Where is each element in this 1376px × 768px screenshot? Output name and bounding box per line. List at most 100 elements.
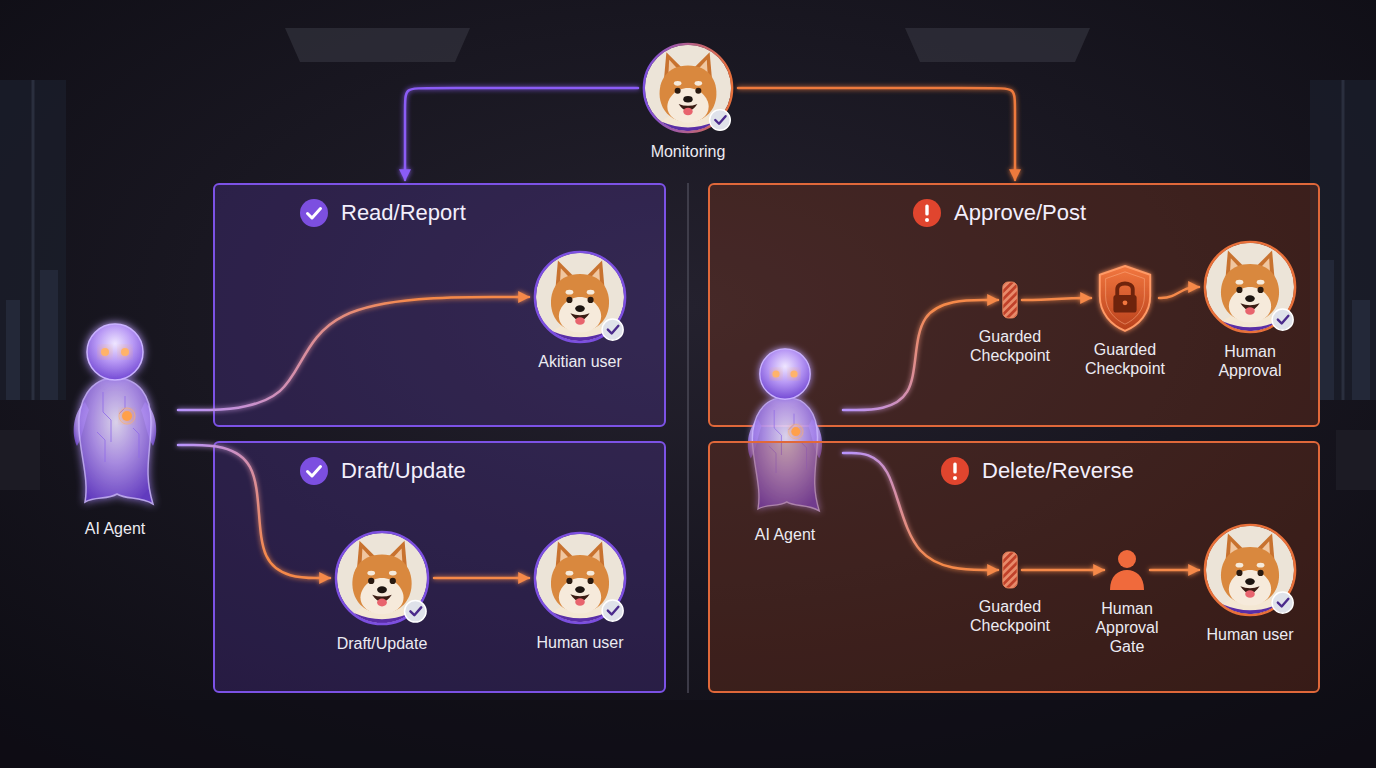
checkpoint-barrier: Guarded Checkpoint [960,280,1060,365]
node-label: Monitoring [613,142,763,161]
dog-face [349,541,416,647]
monitor-avatar: Monitoring [613,41,763,161]
user-avatar: Human user [1195,522,1305,644]
flow-connector [843,453,998,570]
dog-nose [683,96,692,103]
ghost-icon [55,312,175,512]
icon-disc [300,457,328,485]
dog-eye [1236,570,1242,576]
circuit-line [119,396,125,414]
dog-nose [575,586,585,593]
ceiling-light [905,28,1090,62]
panel-heading: Read/Report [299,198,466,228]
dog-eye [390,578,396,584]
approval-gate: Human Approval Gate [1082,548,1172,657]
ghost-head [87,324,143,380]
dog-brow [1236,280,1244,285]
badge-check [608,326,619,334]
lock-body [1113,295,1136,312]
office-floor [0,700,1376,768]
dog-eye [1257,287,1263,293]
node-label: Guarded Checkpoint [960,327,1060,365]
panel-title: Delete/Reverse [982,458,1134,484]
ghost-eye [790,370,797,377]
dog-brow [566,571,574,576]
flow-connector [434,577,529,580]
dog-nose [1245,295,1255,302]
flow-connector [843,300,998,410]
panel-heading: Approve/Post [912,198,1086,228]
dog-brow [695,81,703,86]
dog-icon [333,529,431,627]
user-avatar: Human Approval [1195,239,1305,380]
dog-eye [566,297,572,303]
office-window [0,80,66,400]
dog-eye [1236,287,1242,293]
node-label: Draft/Update [312,634,452,653]
dog-shape [1202,522,1298,618]
dog-brow [566,290,574,295]
dog-brow [1257,280,1265,285]
dog-shape [1202,239,1298,335]
dog-tongue [575,598,585,606]
action-panel: Read/ReportAkitian user [213,183,666,427]
office-monitor [0,430,40,490]
alert-bar [953,463,956,474]
lock-shackle [1117,283,1133,296]
dog-eye [587,578,593,584]
panel-title: Approve/Post [954,200,1086,226]
panel-heading: Delete/Reverse [940,456,1134,486]
icon-disc [913,199,941,227]
dog-brow [1257,563,1265,568]
node-label: Akitian user [510,352,650,371]
alert-icon [912,198,942,228]
ghost-head [760,349,810,399]
dog-face [656,52,720,154]
person-body [1110,570,1144,590]
verified-badge [602,319,623,340]
checkpoint-shield: Guarded Checkpoint [1075,263,1175,378]
city-building [40,270,58,400]
dog-shape [333,529,431,627]
dog-brow [1236,563,1244,568]
dog-nose [377,586,387,593]
barrier-post [1003,552,1017,588]
barrier-post [1003,282,1017,318]
dog-shape [532,530,628,626]
bar-icon [1001,280,1019,320]
dog-tongue [1245,307,1255,315]
flow-connector [1159,287,1199,298]
ghost-eye [121,348,129,356]
alert-bar [925,205,928,216]
badge-check [608,607,619,615]
alert-dot [953,476,957,480]
dog-nose [575,305,585,312]
verified-badge [602,600,623,621]
dog-mask [667,88,708,123]
node-label: Human user [510,633,650,652]
dog-eye [675,88,681,94]
panel-title: Read/Report [341,200,466,226]
dog-icon [641,41,735,135]
node-label: Guarded Checkpoint [1075,340,1175,378]
circuit-line [789,414,794,430]
dog-face [1217,251,1282,355]
flow-connector [405,88,638,180]
dog-tongue [377,599,387,607]
dog-icon [532,249,628,345]
bar-icon [1001,550,1019,590]
avatar-ground [536,534,624,622]
dog-shape [641,41,735,135]
node-label: AI Agent [55,519,175,538]
shield-icon [1094,263,1156,333]
dog-mask [360,578,403,614]
dog-mask [1229,287,1271,323]
avatar-ring [644,44,732,132]
checkpoint-barrier: Guarded Checkpoint [960,550,1060,635]
lock-keyhole [1123,300,1128,305]
dog-face [547,542,612,646]
shield-shape [1094,263,1156,333]
icon-disc [300,199,328,227]
